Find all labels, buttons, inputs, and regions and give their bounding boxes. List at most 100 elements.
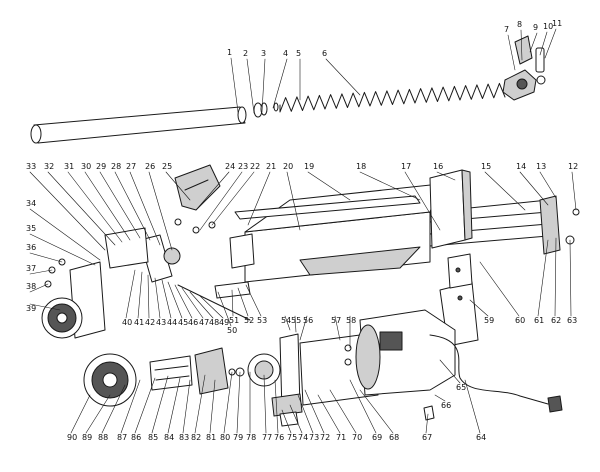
leader-43 [154,277,161,319]
callout-27: 27 [126,162,137,171]
leader-70 [329,389,357,434]
leader-55 [294,315,297,333]
leader-83 [182,379,191,434]
leader-51 [231,289,234,317]
callout-21: 21 [266,162,277,171]
leader-30 [84,171,131,241]
leader-10 [539,31,548,56]
callout-48: 48 [209,318,220,327]
leader-39 [29,303,61,311]
callout-74: 74 [298,433,309,442]
leader-79 [236,371,241,434]
callout-34: 34 [26,199,37,208]
leader-24 [195,171,230,211]
leader-lines [29,28,577,434]
callout-1: 1 [227,48,233,57]
callout-4: 4 [283,49,289,58]
callout-72: 72 [320,433,331,442]
callout-81: 81 [206,433,217,442]
leader-3 [261,58,266,113]
callout-66: 66 [441,401,452,410]
leader-63 [569,239,572,317]
leader-46 [174,284,193,319]
leader-26 [148,171,173,251]
callout-62: 62 [551,316,562,325]
callout-55: 55 [291,316,302,325]
splitter-frame [234,169,580,347]
splitting-wedge [174,164,221,211]
leader-56 [299,315,308,341]
leader-28 [114,171,151,241]
return-spring [279,82,506,113]
power-plug [547,395,563,413]
callout-37: 37 [26,264,37,273]
leader-40 [125,269,136,319]
leader-42 [147,274,150,319]
callout-80: 80 [220,433,231,442]
leader-2 [246,58,255,114]
leader-6 [325,58,361,96]
callout-71: 71 [336,433,347,442]
leader-54 [284,315,291,331]
leader-27 [129,171,161,246]
callout-61: 61 [534,316,545,325]
callout-9: 9 [533,23,539,32]
callout-59: 59 [484,316,495,325]
motor [299,309,456,406]
callout-44: 44 [167,318,178,327]
callout-18: 18 [356,162,367,171]
leader-88 [101,384,126,434]
callout-15: 15 [481,162,492,171]
end-fitting [502,35,546,101]
seal-rings [253,102,279,118]
leader-35 [29,233,96,266]
callout-58: 58 [346,316,357,325]
callout-14: 14 [516,162,527,171]
leader-45 [167,281,183,319]
leader-82 [194,374,206,434]
callout-39: 39 [26,304,37,313]
callout-33: 33 [26,162,37,171]
callout-38: 38 [26,282,37,291]
leader-62 [554,237,557,317]
callout-73: 73 [309,433,320,442]
callout-75: 75 [287,433,298,442]
callout-26: 26 [145,162,156,171]
leader-84 [167,377,181,434]
leader-34 [29,208,101,261]
callout-63: 63 [567,316,578,325]
leader-90 [70,394,91,434]
leader-29 [99,171,141,239]
callout-12: 12 [568,162,579,171]
callout-85: 85 [148,433,159,442]
leader-4 [272,58,288,109]
leader-25 [165,171,191,201]
callout-83: 83 [179,433,190,442]
callout-69: 69 [372,433,383,442]
callout-87: 87 [117,433,128,442]
callout-17: 17 [401,162,412,171]
leader-9 [529,32,538,53]
leader-49 [199,295,224,319]
callout-19: 19 [304,162,315,171]
leader-81 [209,379,216,434]
callout-23: 23 [238,162,249,171]
leader-50 [217,291,232,327]
leader-8 [520,29,523,61]
leader-16 [436,171,456,181]
leader-38 [29,283,49,293]
callout-90: 90 [67,433,78,442]
callout-70: 70 [352,433,363,442]
leader-19 [307,171,351,201]
leader-12 [571,171,577,211]
callout-8: 8 [517,20,523,29]
leader-67 [425,413,429,434]
leader-68 [359,389,394,434]
callout-3: 3 [261,49,267,58]
leader-15 [484,171,526,211]
leader-48 [189,291,214,319]
callout-46: 46 [188,318,199,327]
leader-73 [297,394,314,434]
